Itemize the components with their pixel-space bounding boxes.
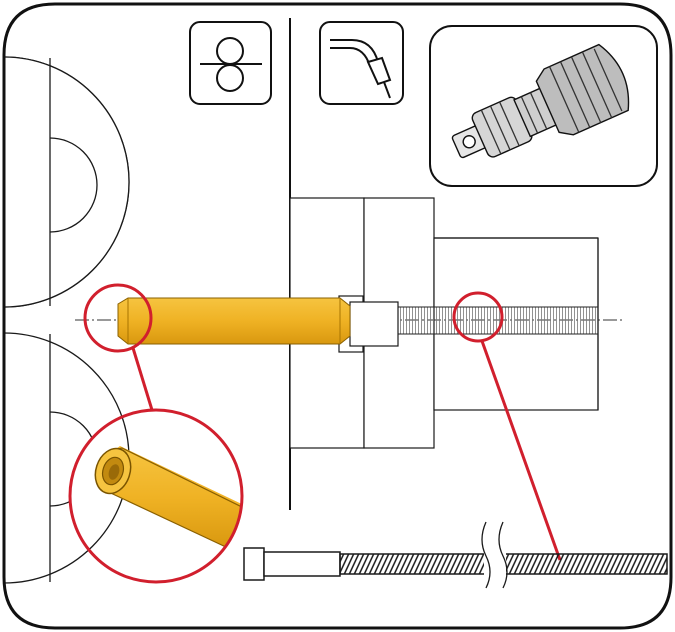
euro-connector-photo xyxy=(429,25,658,187)
callout-leader-right xyxy=(480,340,562,561)
callout-leader-left xyxy=(131,347,154,411)
guide-tube-tip-zoom xyxy=(68,408,244,584)
drive-rolls-icon xyxy=(189,21,272,105)
callout-liner xyxy=(452,291,504,343)
liner-spiral xyxy=(397,306,599,335)
liner-with-sleeve xyxy=(243,520,668,600)
brass-guide-tube xyxy=(117,297,351,345)
welding-torch-icon xyxy=(319,21,404,105)
drive-roll-upper xyxy=(4,56,130,308)
callout-tube-tip xyxy=(83,283,153,353)
